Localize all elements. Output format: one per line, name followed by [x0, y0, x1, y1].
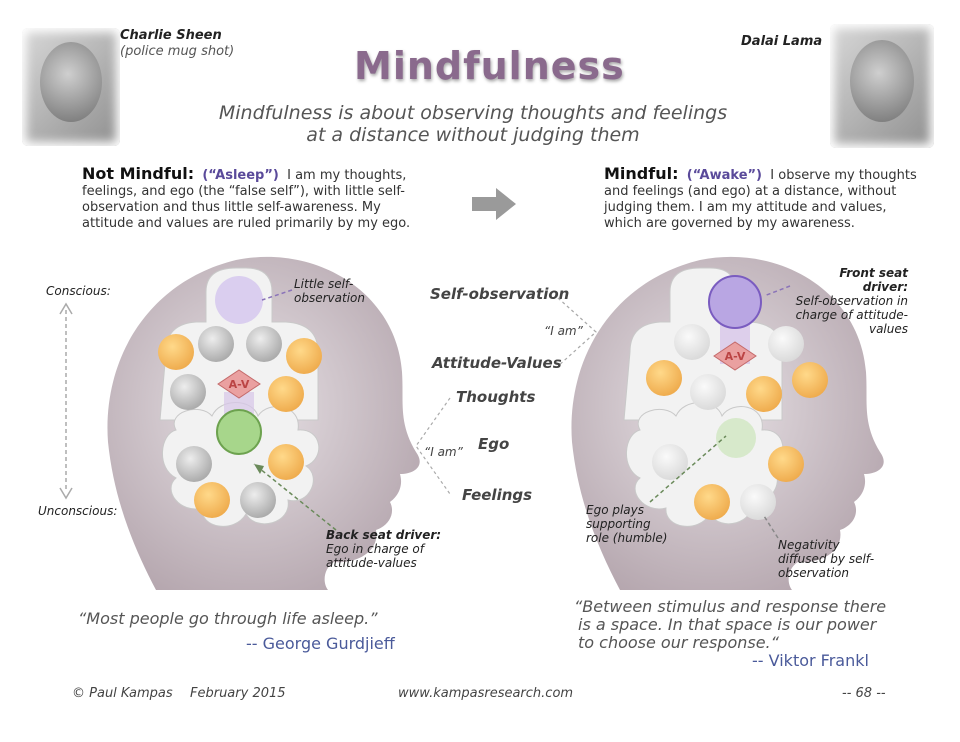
- text-line: judging them. I am my attitude and value…: [604, 200, 887, 215]
- mindful-heading: Mindful:: [604, 164, 679, 183]
- self-observation-bracket: [557, 297, 597, 367]
- note-line: supporting: [586, 517, 651, 531]
- right-head-diagram: A-V: [571, 256, 884, 590]
- little-self-observation-note: Little self- observation: [294, 277, 365, 305]
- note-line: Little self-: [294, 277, 354, 291]
- right-emotion-faces: [646, 324, 828, 520]
- mindful-description: Mindful: (“Awake”) I observe my thoughts…: [604, 166, 934, 232]
- dalai-lama-photo: [830, 24, 934, 148]
- note-line: role (humble): [586, 531, 668, 545]
- charlie-sheen-photo: [22, 28, 120, 146]
- footer-url: www.kampasresearch.com: [398, 686, 574, 701]
- portrait-face-icon: [40, 42, 102, 122]
- not-mindful-heading: Not Mindful:: [82, 164, 195, 183]
- quote-line: is a space. In that space is our power: [578, 615, 877, 634]
- thoughts-label: Thoughts: [456, 388, 536, 406]
- ego-supporting-role-note: Ego plays supporting role (humble): [586, 503, 667, 545]
- note-line: Ego plays: [586, 503, 645, 517]
- note-line: Negativity: [778, 538, 840, 552]
- subtitle: Mindfulness is about observing thoughts …: [200, 102, 746, 146]
- text-line: feelings, and ego (the “false self”), wi…: [82, 184, 405, 199]
- i-am-label: “I am”: [544, 324, 583, 338]
- transition-arrow-icon: [472, 188, 516, 220]
- subtitle-line: at a distance without judging them: [306, 124, 640, 146]
- left-person-caption: (police mug shot): [120, 44, 235, 59]
- note-title: Front seat driver:: [839, 266, 908, 294]
- note-line: observation: [294, 291, 365, 305]
- gurdjieff-quote: “Most people go through life asleep.”: [78, 609, 378, 628]
- note-line: diffused by self-: [778, 552, 875, 566]
- note-arrows-left: [253, 289, 337, 531]
- self-observation-label: Self-observation: [430, 285, 570, 303]
- av-badge-text: A-V: [725, 350, 746, 363]
- left-emotion-faces: [158, 326, 322, 518]
- awake-tag: (“Awake”): [686, 168, 763, 183]
- note-line: Ego in charge of: [326, 542, 424, 556]
- note-line: observation: [778, 566, 849, 580]
- text-line: observation and thus little self-awarene…: [82, 200, 381, 215]
- right-person-name: Dalai Lama: [741, 34, 823, 49]
- frankl-quote: “Between stimulus and response there is …: [574, 598, 886, 652]
- conscious-axis-arrow: [59, 302, 73, 500]
- back-seat-driver-note: Back seat driver: Ego in charge of attit…: [326, 528, 441, 570]
- av-badge-text: A-V: [229, 378, 250, 391]
- note-title: Back seat driver:: [326, 528, 442, 542]
- left-person-name: Charlie Sheen: [120, 28, 222, 43]
- page-title: Mindfulness: [354, 44, 625, 88]
- quote-line: “Between stimulus and response there: [574, 597, 887, 616]
- footer-page-number: -- 68 --: [842, 686, 886, 701]
- quote-line: to choose our response.“: [578, 633, 779, 652]
- footer-author: © Paul Kampas: [72, 686, 173, 701]
- unconscious-label: Unconscious:: [38, 504, 118, 518]
- text-line: which are governed by my awareness.: [604, 216, 855, 231]
- attitude-values-label: Attitude-Values: [432, 354, 562, 372]
- note-line: values: [868, 322, 908, 336]
- i-am-label: “I am”: [424, 445, 463, 459]
- text-line: I observe my thoughts: [770, 168, 917, 183]
- asleep-tag: (“Asleep”): [202, 168, 279, 183]
- portrait-face-icon: [850, 40, 914, 122]
- gurdjieff-attribution: -- George Gurdjieff: [246, 634, 395, 653]
- frankl-attribution: -- Viktor Frankl: [752, 651, 869, 670]
- not-mindful-description: Not Mindful: (“Asleep”) I am my thoughts…: [82, 166, 422, 232]
- negativity-diffused-note: Negativity diffused by self- observation: [778, 538, 874, 580]
- text-line: attitude and values are ruled primarily …: [82, 216, 411, 231]
- left-head-diagram: A-V: [107, 256, 420, 590]
- conscious-label: Conscious:: [46, 284, 111, 298]
- thoughts-ego-feelings-bracket: [415, 397, 451, 495]
- footer-date: February 2015: [190, 686, 286, 701]
- note-line: charge of attitude-: [795, 308, 908, 322]
- front-seat-driver-note: Front seat driver: Self-observation in c…: [790, 266, 908, 336]
- text-line: I am my thoughts,: [287, 168, 407, 183]
- note-line: Self-observation in: [795, 294, 908, 308]
- ego-label: Ego: [478, 435, 510, 453]
- text-line: and feelings (and ego) at a distance, wi…: [604, 184, 897, 199]
- feelings-label: Feelings: [462, 486, 533, 504]
- note-arrows-right: [649, 285, 791, 539]
- subtitle-line: Mindfulness is about observing thoughts …: [218, 102, 728, 124]
- note-line: attitude-values: [326, 556, 417, 570]
